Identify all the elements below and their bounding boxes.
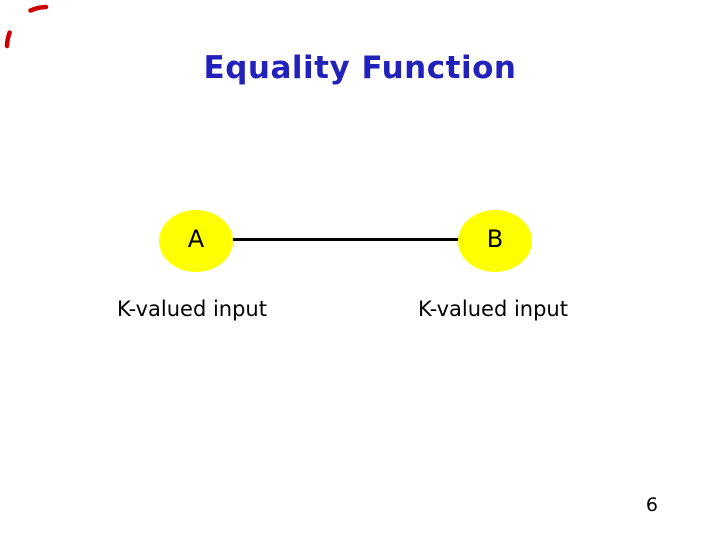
connector-edge-a-b (232, 238, 459, 241)
page-title: Equality Function (203, 50, 517, 86)
node-a-caption: K-valued input (117, 297, 267, 321)
page-number: 6 (645, 494, 658, 516)
diagram-node-b: B (458, 210, 532, 272)
node-b-label: B (486, 225, 504, 253)
diagram-node-a: A (159, 210, 233, 272)
node-b-caption: K-valued input (418, 297, 568, 321)
node-a-label: A (187, 225, 205, 253)
